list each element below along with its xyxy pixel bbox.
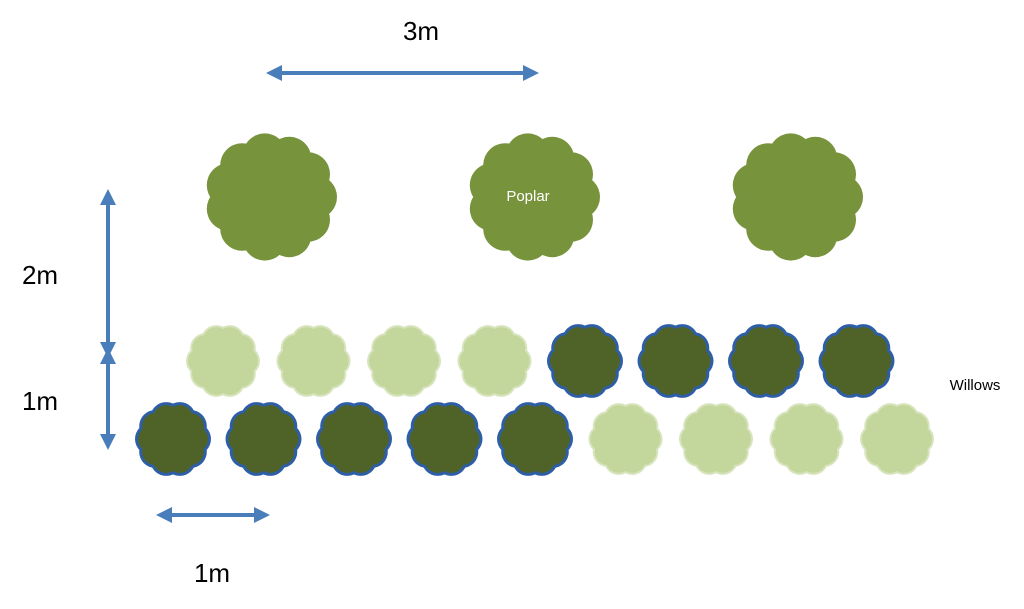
- willow-row-2: [135, 402, 934, 476]
- willow-tree-light: [186, 325, 260, 397]
- willow-tree-light: [457, 325, 532, 397]
- willow-tree-light: [276, 325, 351, 397]
- willow-tree-dark: [497, 402, 573, 476]
- poplar-label: Poplar: [506, 188, 549, 205]
- label-3m: 3m: [403, 16, 439, 46]
- poplar-tree: [732, 133, 863, 261]
- poplar-row: [206, 133, 863, 261]
- willow-tree-light: [769, 403, 844, 475]
- willow-tree-dark: [406, 402, 483, 476]
- willow-tree-light: [367, 325, 441, 397]
- willow-tree-light: [679, 403, 753, 475]
- willow-tree-dark: [316, 402, 392, 476]
- label-1m-horizontal: 1m: [194, 558, 230, 588]
- willow-tree-dark: [637, 324, 714, 398]
- willow-tree-dark: [728, 324, 804, 398]
- willow-tree-dark: [547, 324, 623, 398]
- poplar-tree: [206, 133, 337, 261]
- label-1m-vertical: 1m: [22, 386, 58, 416]
- willow-tree-dark: [225, 402, 302, 476]
- willow-tree-light: [588, 403, 663, 475]
- willow-tree-dark: [135, 402, 211, 476]
- label-2m: 2m: [22, 260, 58, 290]
- willow-row-1: [186, 324, 895, 398]
- willows-label: Willows: [950, 377, 1001, 394]
- poplar-tree: [469, 133, 600, 261]
- willow-tree-dark: [818, 324, 895, 398]
- willow-tree-light: [860, 403, 934, 475]
